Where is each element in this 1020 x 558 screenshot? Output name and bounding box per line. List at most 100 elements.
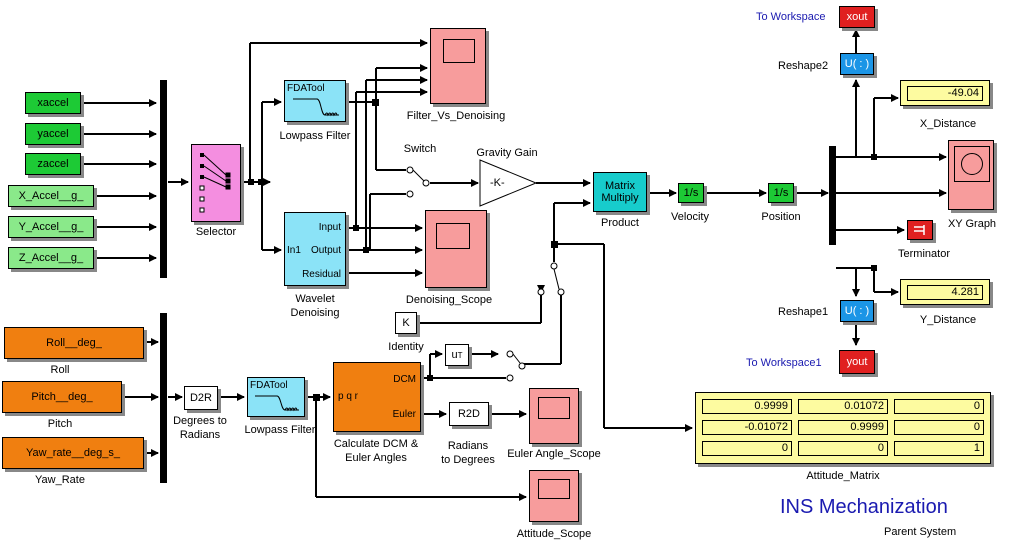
denoising-scope-label: Denoising_Scope — [405, 294, 493, 306]
reshape2-block[interactable]: U( : ) — [840, 53, 874, 75]
pitch-input-block[interactable]: Pitch__deg_ — [2, 381, 122, 413]
matrix-cell: 0 — [702, 441, 792, 456]
euler-out-port: Euler — [392, 409, 416, 420]
input-label: Yaw_rate__deg_s_ — [26, 447, 120, 459]
matrix-cell: -0.01072 — [702, 420, 792, 435]
product-label: Product — [601, 217, 639, 229]
attitude-matrix-label: Attitude_Matrix — [806, 470, 880, 482]
xy-graph-screen-icon — [954, 146, 990, 182]
attitude-scope-label: Attitude_Scope — [516, 528, 592, 540]
terminator-label: Terminator — [898, 248, 950, 260]
yaw-label: Yaw_Rate — [35, 474, 85, 486]
lowpass-filter-1-block[interactable]: FDATool — [284, 80, 346, 122]
model-subtitle: Parent System — [884, 526, 957, 538]
integrator-icon: 1/s — [683, 187, 699, 199]
d2r-block[interactable]: D2R — [184, 386, 218, 410]
input-block[interactable]: zaccel — [25, 153, 81, 175]
input-block[interactable]: Z_Accel__g_ — [8, 247, 94, 269]
selector-block[interactable] — [191, 144, 241, 222]
input-label: X_Accel__g_ — [18, 190, 84, 202]
reshape-icon: U( : ) — [844, 58, 870, 70]
product-icon-line1: Matrix — [605, 180, 635, 192]
identity-block[interactable]: K — [395, 312, 417, 334]
to-workspace-label: To Workspace — [756, 11, 826, 23]
input-block[interactable]: X_Accel__g_ — [8, 185, 94, 207]
input-label: Roll__deg_ — [46, 337, 102, 349]
r2d-label-2: to Degrees — [441, 454, 495, 466]
attitude-matrix-display[interactable]: 0.9999 0.01072 0 -0.01072 0.9999 0 0 0 1 — [695, 392, 991, 464]
workspace-var: yout — [846, 356, 868, 368]
wavelet-in-port: In1 — [287, 245, 301, 256]
y-distance-display[interactable]: 4.281 — [900, 279, 990, 305]
euler-angle-scope[interactable] — [529, 388, 579, 444]
fdatool-icon-label: FDATool — [287, 83, 325, 94]
input-label: Y_Accel__g_ — [18, 221, 84, 233]
to-workspace1-block[interactable]: yout — [839, 350, 875, 374]
matrix-cell: 0.01072 — [798, 399, 888, 414]
terminator-icon — [914, 225, 925, 235]
position-label: Position — [761, 211, 801, 223]
input-label: xaccel — [37, 97, 69, 109]
xy-graph-block[interactable] — [948, 140, 994, 210]
y-distance-value: 4.281 — [907, 285, 983, 300]
denoising-scope[interactable] — [425, 210, 487, 288]
wavelet-input-port: Input — [318, 222, 341, 233]
integrator-icon: 1/s — [773, 187, 789, 199]
velocity-label: Velocity — [671, 211, 709, 223]
scope-screen-icon — [443, 39, 475, 63]
dcm-label-1: Calculate DCM & — [333, 438, 419, 450]
wavelet-output-port: Output — [310, 245, 341, 256]
x-distance-value: -49.04 — [907, 86, 983, 101]
transpose-icon: u — [451, 349, 458, 361]
reshape1-block[interactable]: U( : ) — [840, 300, 874, 322]
transpose-superscript: T — [457, 350, 463, 360]
wavelet-denoising-block[interactable]: In1 Input Output Residual — [284, 212, 346, 286]
to-workspace-block[interactable]: xout — [839, 6, 875, 28]
scope-screen-icon — [538, 397, 570, 419]
input-label: Z_Accel__g_ — [18, 252, 84, 264]
lowpass-filter-1-label: Lowpass Filter — [279, 130, 351, 142]
gain-value[interactable]: -K- — [490, 177, 505, 189]
velocity-integrator-block[interactable]: 1/s — [678, 183, 704, 203]
position-integrator-block[interactable]: 1/s — [768, 183, 794, 203]
model-title: INS Mechanization — [780, 496, 948, 518]
identity-label: Identity — [388, 341, 424, 353]
x-distance-display[interactable]: -49.04 — [900, 80, 990, 106]
identity-icon: K — [402, 317, 410, 329]
selector-label: Selector — [195, 226, 237, 238]
product-block[interactable]: Matrix Multiply — [593, 172, 647, 212]
d2r-label-1: Degrees to — [173, 415, 227, 427]
lowpass-filter-2-block[interactable]: FDATool — [247, 377, 305, 417]
input-block[interactable]: yaccel — [25, 123, 81, 145]
r2d-icon: R2D — [457, 408, 480, 420]
attitude-scope[interactable] — [529, 470, 579, 522]
to-workspace1-label: To Workspace1 — [746, 357, 822, 369]
matrix-cell: 0 — [798, 441, 888, 456]
terminator-block[interactable] — [907, 220, 933, 240]
matrix-cell: 0.9999 — [798, 420, 888, 435]
matrix-cell: 0 — [894, 420, 984, 435]
reshape2-label: Reshape2 — [778, 60, 829, 72]
dcm-out-port: DCM — [393, 374, 416, 385]
filter-vs-denoising-label: Filter_Vs_Denoising — [406, 110, 506, 122]
wavelet-label-2: Denoising — [290, 307, 340, 319]
filter-response-icon — [255, 395, 299, 412]
r2d-block[interactable]: R2D — [449, 402, 489, 426]
matrix-cell: 0 — [894, 399, 984, 414]
reshape-icon: U( : ) — [844, 305, 870, 317]
product-icon-line2: Multiply — [601, 192, 639, 204]
scope-screen-icon — [436, 223, 470, 249]
filter-response-icon — [293, 98, 339, 117]
filter-vs-denoising-scope[interactable] — [430, 28, 486, 104]
input-block[interactable]: Y_Accel__g_ — [8, 216, 94, 238]
roll-input-block[interactable]: Roll__deg_ — [4, 327, 144, 359]
r2d-label-1: Radians — [447, 440, 489, 452]
input-block[interactable]: xaccel — [25, 92, 81, 114]
calculate-dcm-block[interactable]: p q r DCM Euler — [333, 362, 421, 432]
yaw-input-block[interactable]: Yaw_rate__deg_s_ — [2, 437, 144, 469]
matrix-cell: 1 — [894, 441, 984, 456]
dcm-label-2: Euler Angles — [345, 452, 407, 464]
scope-screen-icon — [538, 479, 570, 499]
